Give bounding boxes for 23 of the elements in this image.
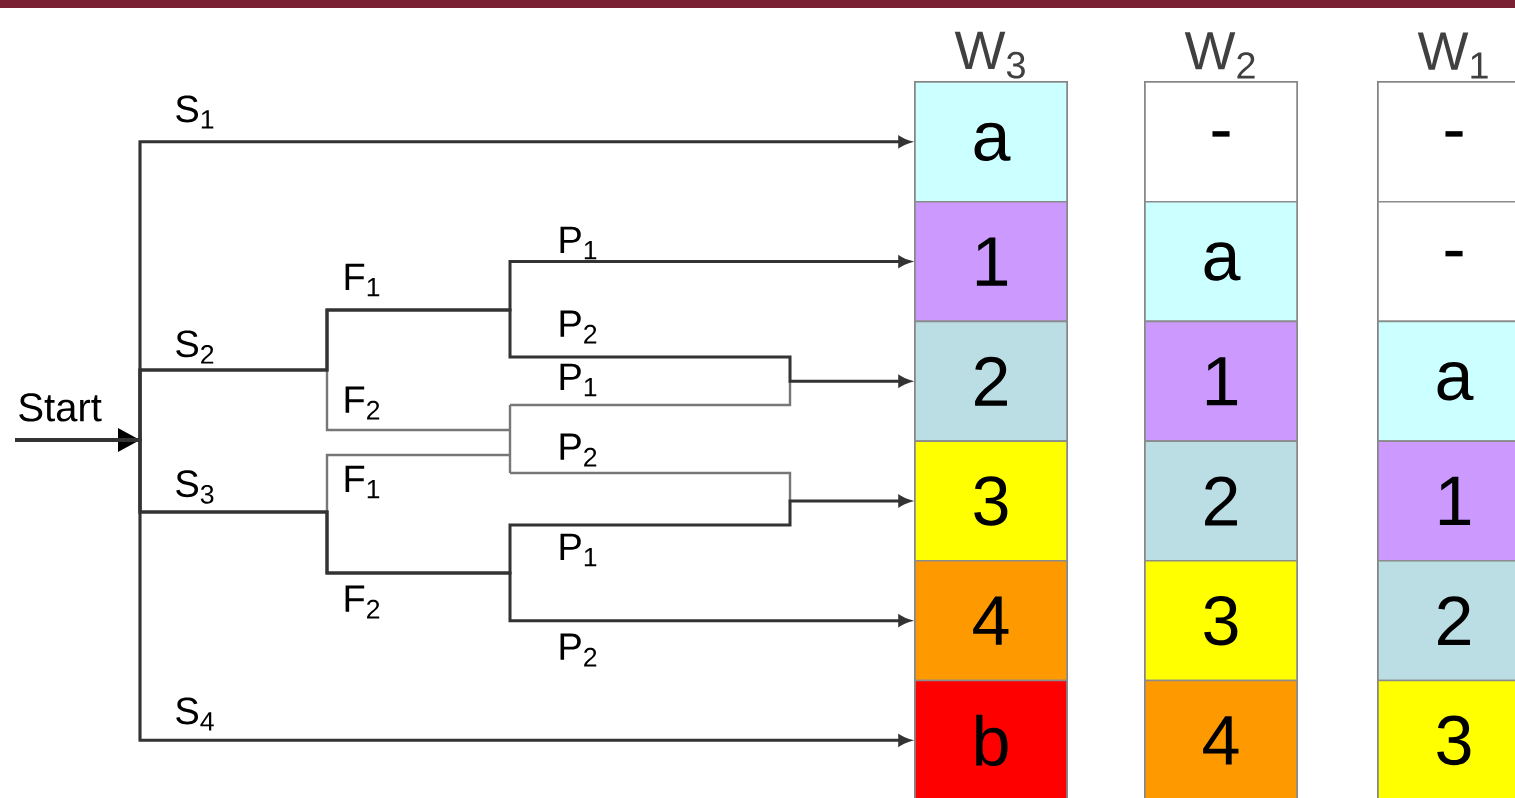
node-label: W$_{2}$: [1184, 32, 1255, 79]
stack-cell: 1: [1377, 440, 1515, 562]
stack-cell: 2: [914, 320, 1068, 442]
branch-label: P$_{1}$: [560, 226, 597, 260]
stack-cell: 2: [1377, 560, 1515, 682]
stack-cell: b: [914, 679, 1068, 798]
stack-cell: 4: [1144, 679, 1298, 798]
stack-cell: -: [1144, 81, 1298, 203]
stack-cell: 4: [914, 560, 1068, 682]
stack-cell: a: [914, 81, 1068, 203]
stack-cell: 1: [1144, 320, 1298, 442]
stack-cell: a: [1144, 200, 1298, 323]
node-label: W$_{1}$: [1417, 32, 1488, 79]
stack-cell: -: [1377, 81, 1515, 203]
stack-cell: a: [1377, 320, 1515, 442]
stack-cell: 1: [914, 200, 1068, 323]
stack-cell: 3: [914, 440, 1068, 562]
edge-label: S$_{1}$: [176, 95, 214, 129]
stack-cell: 2: [1144, 440, 1298, 562]
stack-cell: -: [1377, 200, 1515, 323]
stack-cell: 3: [1144, 560, 1298, 682]
node-label: W$_{3}$: [954, 31, 1025, 79]
stack-cell: 3: [1377, 679, 1515, 798]
